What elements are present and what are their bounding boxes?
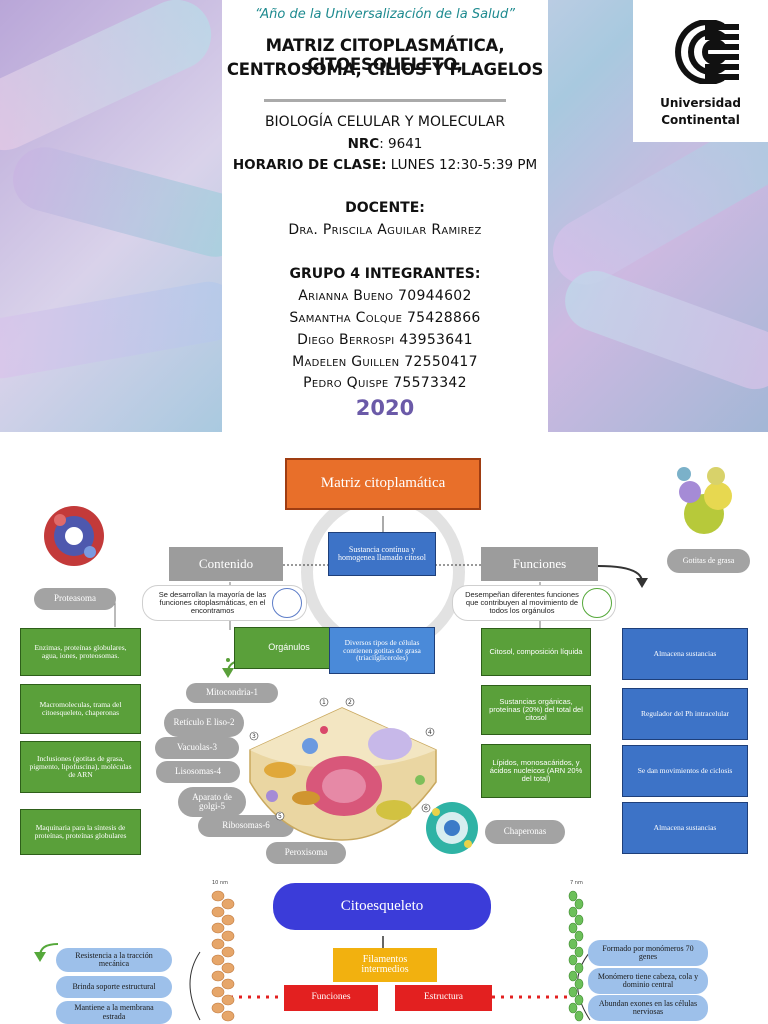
organelle-mitocondria: Mitocondria-1: [186, 683, 278, 703]
motto: “Año de la Universalización de la Salud”: [255, 7, 515, 22]
cell-number-markers: 1 2 3 4 5 6: [249, 697, 435, 821]
document-title-line-2: CENTROSOMA, CILIOS Y FLAGELOS: [226, 60, 544, 79]
fat-droplets-image: [677, 467, 732, 534]
university-logo: Universidad Continental: [633, 0, 768, 142]
contenido-ring-icon: [272, 588, 302, 618]
schedule: HORARIO DE CLASE: LUNES 12:30-5:39 PM: [222, 157, 548, 173]
cover-title-card: “Año de la Universalización de la Salud”…: [222, 0, 548, 432]
member-3: Diego Berrospi 43953641: [297, 332, 473, 348]
citoesqueleto-funcion-1: Resistencia a la tracción mecánica: [56, 948, 172, 972]
funciones-ring-icon: [582, 588, 612, 618]
group-heading: GRUPO 4 INTEGRANTES:: [289, 266, 481, 282]
cover-section: “Año de la Universalización de la Salud”…: [0, 0, 768, 432]
citoesqueleto-estructura-3: Abundan exones en las células nerviosas: [588, 995, 708, 1021]
chaperonas-label: Chaperonas: [485, 820, 565, 844]
member-1: Arianna Bueno 70944602: [298, 288, 472, 304]
cell-number-1: 1: [322, 699, 326, 706]
organelle-golgi: Aparato de golgi-5: [178, 787, 246, 817]
citoesqueleto-estructura-2: Monómero tiene cabeza, cola y dominio ce…: [588, 968, 708, 994]
cell-number-2: 2: [348, 699, 352, 706]
nrc-value: : 9641: [379, 136, 423, 152]
schedule-label: HORARIO DE CLASE:: [232, 157, 387, 173]
nrc: NRC: 9641: [222, 136, 548, 152]
citoesqueleto-funcion-3: Mantiene a la membrana estrada: [56, 1001, 172, 1024]
course-name: BIOLOGÍA CELULAR Y MOLECULAR: [264, 114, 506, 130]
cell-number-5: 5: [278, 813, 282, 820]
scale-left: 10 nm: [212, 880, 228, 886]
organelle-lisosomas: Lisosomas-4: [156, 761, 240, 783]
bacteria-image: [5, 140, 255, 264]
filamentos-intermedios: Filamentos intermedios: [333, 948, 437, 982]
funcion-almacena-2: Almacena sustancias: [622, 802, 748, 854]
member-4: Madelen Guillen 72550417: [292, 354, 478, 370]
chaperone-image: [426, 802, 478, 854]
cell-number-3: 3: [252, 733, 256, 740]
divider: [264, 99, 506, 102]
proteasoma-label: Proteasoma: [34, 588, 116, 610]
citoesqueleto-estructura: Estructura: [395, 985, 492, 1011]
member-5: Pedro Quispe 75573342: [303, 375, 467, 391]
filament-left-image: [211, 890, 235, 1022]
citoesqueleto-estructura-1: Formado por monómeros 70 genes: [588, 940, 708, 966]
cell-number-4: 4: [428, 729, 432, 736]
cell-number-6: 6: [424, 805, 428, 812]
filament-right-image: [568, 890, 584, 1022]
citosol-definition: Sustancia contínua y homogenea llamado c…: [328, 532, 436, 576]
year: 2020: [355, 396, 415, 420]
funcion-ciclosis: Se dan movimientos de ciclosis: [622, 745, 748, 797]
map-title: Matriz citoplamática: [285, 458, 481, 510]
contenido-heading: Contenido: [169, 547, 283, 581]
bacteria-image: [0, 0, 223, 162]
organelle-ribosomas: Ribosomas-6: [198, 815, 294, 837]
organelle-reticulo: Retículo E liso-2: [164, 709, 244, 737]
citoesqueleto-funciones: Funciones: [284, 985, 378, 1011]
gotitas-grasa-label: Gotitas de grasa: [667, 549, 750, 573]
funciones-item-3: Lípidos, monosacáridos, y ácidos nucleic…: [481, 744, 591, 798]
teacher-name: Dra. Priscila Aguilar Ramirez: [288, 222, 482, 238]
funciones-heading: Funciones: [481, 547, 598, 581]
contenido-item-1: Enzimas, proteínas globulares, agua, ion…: [20, 628, 141, 676]
contenido-item-3: Inclusiones (gotitas de grasa, pigmento,…: [20, 741, 141, 793]
nrc-label: NRC: [347, 136, 380, 152]
schedule-value: LUNES 12:30-5:39 PM: [386, 157, 538, 173]
logo-line-2: Continental: [661, 113, 740, 127]
teacher-heading: DOCENTE:: [345, 200, 425, 216]
organelle-vacuolas: Vacuolas-3: [155, 737, 239, 759]
animal-cell-image: 1 2 3 4 5 6: [249, 697, 437, 841]
contenido-item-2: Macromoleculas, trama del citoesqueleto,…: [20, 684, 141, 734]
organulos-box: Orgánulos: [234, 627, 344, 669]
document-title-line-1: MATRIZ CITOPLASMÁTICA, CITOESQUELETO,: [265, 36, 505, 74]
citoesqueleto-funcion-2: Brinda soporte estructural: [56, 976, 172, 998]
logo-line-1: Universidad: [660, 96, 741, 110]
proteasome-image: [44, 506, 104, 566]
bacteria-image: [556, 262, 768, 398]
funciones-item-1: Citosol, composición líquida: [481, 628, 591, 676]
funciones-item-2: Sustancias orgánicas, proteínas (20%) de…: [481, 685, 591, 735]
university-logo-icon: [675, 20, 739, 84]
scale-right: 7 nm: [570, 880, 583, 886]
contenido-item-4: Maquinaria para la síntesis de proteínas…: [20, 809, 141, 855]
funcion-almacena-1: Almacena sustancias: [622, 628, 748, 680]
member-2: Samantha Colque 75428866: [289, 310, 481, 326]
citoesqueleto-heading: Citoesqueleto: [273, 883, 491, 930]
funcion-regulador-ph: Regulador del Ph intracelular: [622, 688, 748, 740]
organelle-peroxisoma: Peroxisoma: [266, 842, 346, 864]
mind-map: Matriz citoplamática Sustancia contínua …: [0, 432, 768, 1024]
bacteria-image: [0, 277, 244, 383]
gotitas-grasa-description: Diversos tipos de células contienen goti…: [329, 627, 435, 674]
